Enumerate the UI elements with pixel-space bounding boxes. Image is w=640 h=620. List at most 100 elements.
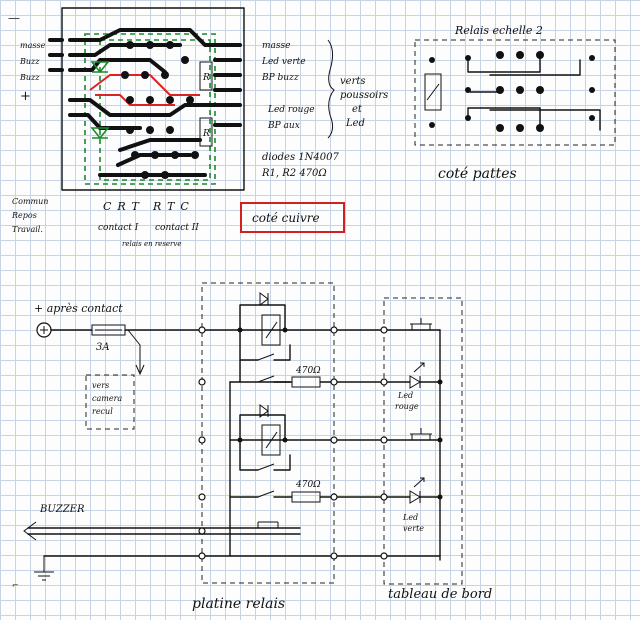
diodes-note: diodes 1N4007 bbox=[262, 152, 339, 163]
contact-letters-1: CRT bbox=[103, 200, 145, 213]
led-red-label: rouge bbox=[395, 402, 419, 411]
resistor-r1-schematic bbox=[291, 376, 321, 388]
wiring-schematic: + après contact 3A vers camera recul 470… bbox=[12, 282, 492, 612]
trace bbox=[68, 43, 182, 57]
resistor-label: R bbox=[202, 129, 210, 139]
led-green-label: verte bbox=[403, 524, 424, 533]
wire-camera bbox=[127, 329, 141, 372]
buzzer-label: BUZZER bbox=[39, 504, 85, 515]
legend-travail: Travail. bbox=[12, 225, 43, 234]
supply-label: + après contact bbox=[34, 302, 123, 315]
relay-footprint-outline bbox=[84, 33, 216, 185]
trace bbox=[68, 113, 142, 130]
pin-label-led-verte: Led verte bbox=[261, 57, 306, 67]
relay-link bbox=[467, 54, 541, 73]
contact-letters-2: RTC bbox=[152, 200, 195, 213]
relay-scale-label: Relais echelle 2 bbox=[454, 24, 543, 37]
buzzer-arrow bbox=[23, 521, 37, 541]
pin-label-masse: masse bbox=[262, 41, 290, 51]
pcb-outline bbox=[61, 7, 245, 191]
resistor-value: 470Ω bbox=[295, 480, 321, 490]
camera-label: recul bbox=[92, 407, 113, 416]
resistor-value: 470Ω bbox=[295, 366, 321, 376]
fuse-rating: 3A bbox=[96, 342, 110, 353]
label-poussoirs: poussoirs bbox=[340, 90, 388, 101]
pin-label-buzz: Buzz bbox=[19, 57, 40, 66]
trace bbox=[68, 98, 242, 117]
arrow bbox=[135, 364, 145, 376]
pin-label-buzz: Buzz bbox=[19, 73, 40, 82]
resistor-r2 bbox=[199, 117, 213, 147]
wire bbox=[239, 439, 259, 471]
relay-link bbox=[489, 59, 581, 76]
contact-2-label: contact II bbox=[155, 223, 199, 233]
pushbutton-2 bbox=[410, 428, 432, 440]
cote-pattes-label: coté pattes bbox=[438, 166, 517, 182]
relay-pinout: Relais echelle 2 coté pattes bbox=[414, 24, 616, 182]
reserve-note: relais en reserve bbox=[122, 240, 182, 248]
relay-pins bbox=[429, 51, 595, 132]
pushbutton-1 bbox=[410, 318, 432, 330]
junction-nodes bbox=[198, 326, 443, 560]
relay-1-coil bbox=[261, 314, 281, 346]
pcb-pads bbox=[121, 41, 199, 179]
legend-repos: Repos bbox=[11, 211, 37, 220]
relay-2-contact bbox=[257, 490, 275, 498]
buzzer-wire bbox=[27, 527, 301, 535]
label-verts: verts bbox=[340, 76, 366, 87]
brace bbox=[327, 39, 335, 139]
pin-label-bp-aux: BP aux bbox=[267, 121, 300, 131]
resistors-note: R1, R2 470Ω bbox=[261, 168, 327, 179]
minus-sign: — bbox=[8, 11, 20, 25]
relay-2-contact bbox=[257, 463, 275, 471]
wire bbox=[273, 454, 291, 471]
contact-1-label: contact I bbox=[98, 223, 139, 233]
camera-box bbox=[85, 374, 135, 430]
wire bbox=[273, 344, 291, 361]
relay-1-contact bbox=[257, 353, 275, 361]
led-red-label: Led bbox=[397, 391, 413, 400]
led-red-symbol bbox=[409, 375, 421, 389]
relay-1-contact bbox=[257, 375, 275, 383]
dashboard-outline bbox=[383, 297, 463, 585]
label-led: Led bbox=[345, 118, 365, 129]
relay-1-wiring bbox=[239, 304, 286, 331]
relay-coil-symbol bbox=[424, 73, 442, 111]
relay-board-label: platine relais bbox=[192, 596, 285, 612]
trace bbox=[68, 28, 242, 47]
relay-link bbox=[467, 107, 541, 129]
relay-1-coil-stroke bbox=[265, 321, 278, 339]
relay-link bbox=[489, 109, 601, 131]
edge-pins bbox=[48, 38, 64, 72]
relay-board-outline bbox=[201, 282, 335, 584]
relay-1-diode bbox=[259, 292, 269, 306]
trace bbox=[68, 58, 167, 74]
resistor-r1 bbox=[199, 61, 213, 91]
trace bbox=[118, 138, 202, 152]
red-trace bbox=[89, 74, 200, 96]
plus-sign: + bbox=[20, 89, 31, 104]
cote-cuivre-label: coté cuivre bbox=[252, 211, 320, 225]
led-green-symbol bbox=[409, 490, 421, 504]
led-green-arrow bbox=[413, 477, 425, 488]
pin-label-bp-buzz: BP buzz bbox=[261, 73, 299, 83]
relay-footprint-inner bbox=[99, 39, 211, 181]
pin-label-led-rouge: Led rouge bbox=[267, 105, 315, 115]
pcb-layout: R R bbox=[48, 7, 245, 191]
relay-coil-stroke bbox=[426, 83, 440, 101]
plus-mark bbox=[40, 326, 48, 334]
diode-symbol bbox=[90, 61, 110, 74]
legend-common: Commun bbox=[12, 197, 48, 206]
cote-cuivre-box bbox=[240, 202, 345, 233]
resistor-label: R bbox=[202, 73, 210, 83]
diode-symbol bbox=[90, 127, 110, 140]
camera-label: vers bbox=[92, 381, 109, 390]
resistor-r2-schematic bbox=[291, 491, 321, 503]
camera-label: camera bbox=[92, 394, 122, 403]
relay-footprint-dashed bbox=[414, 39, 616, 146]
red-trace bbox=[95, 94, 175, 106]
ground-symbol bbox=[34, 556, 54, 581]
label-et: et bbox=[352, 104, 363, 115]
